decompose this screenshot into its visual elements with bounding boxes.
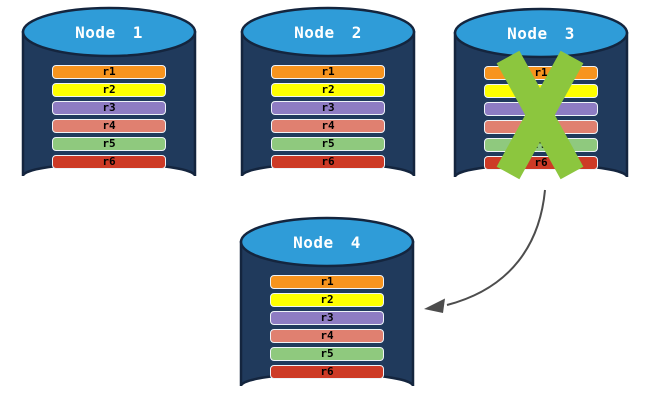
replica-bar: r4 (484, 120, 598, 134)
replica-label: r3 (102, 101, 116, 114)
replica-list: r1 r2 r3 r4 r5 r6 (52, 65, 166, 169)
replica-list: r1 r2 r3 r4 r5 r6 (270, 275, 384, 379)
replica-bar: r4 (52, 119, 166, 133)
node-title: Node 3 (507, 24, 575, 43)
replica-label: r3 (320, 311, 334, 324)
replica-bar: r3 (270, 311, 384, 325)
replica-label: r1 (102, 65, 116, 78)
replica-bar: r6 (270, 365, 384, 379)
replica-label: r5 (534, 138, 548, 151)
replica-label: r6 (534, 156, 548, 169)
replica-bar: r6 (271, 155, 385, 169)
replica-bar: r6 (52, 155, 166, 169)
replica-bar: r2 (484, 84, 598, 98)
cylinder-top (239, 216, 415, 268)
replica-label: r6 (320, 365, 334, 378)
replica-label: r2 (534, 84, 548, 97)
replica-bar: r4 (271, 119, 385, 133)
node-2: Node 2 r1 r2 r3 r4 r5 r6 (240, 6, 416, 192)
replica-bar: r2 (270, 293, 384, 307)
replica-label: r5 (102, 137, 116, 150)
replica-label: r4 (320, 329, 334, 342)
arrow-head (424, 298, 445, 313)
replica-bar: r1 (52, 65, 166, 79)
replica-label: r6 (321, 155, 335, 168)
replica-label: r5 (320, 347, 334, 360)
replica-bar: r3 (271, 101, 385, 115)
replica-label: r6 (102, 155, 116, 168)
node-title: Node 2 (294, 23, 362, 42)
node-title: Node 4 (293, 233, 361, 252)
node-1: Node 1 r1 r2 r3 r4 r5 r6 (21, 6, 197, 192)
replica-bar: r5 (484, 138, 598, 152)
replica-bar: r3 (52, 101, 166, 115)
replica-bar: r4 (270, 329, 384, 343)
replica-label: r1 (320, 275, 334, 288)
replica-bar: r2 (52, 83, 166, 97)
arrow-line (446, 189, 546, 306)
replica-label: r5 (321, 137, 335, 150)
cylinder-top (21, 6, 197, 58)
replica-label: r4 (102, 119, 116, 132)
replica-bar: r6 (484, 156, 598, 170)
replica-bar: r3 (484, 102, 598, 116)
replica-bar: r1 (271, 65, 385, 79)
replica-label: r4 (321, 119, 335, 132)
replica-label: r1 (534, 66, 548, 79)
replica-label: r3 (534, 102, 548, 115)
node-4: Node 4 r1 r2 r3 r4 r5 r6 (239, 216, 415, 402)
replica-bar: r1 (270, 275, 384, 289)
replica-bar: r5 (271, 137, 385, 151)
replica-bar: r2 (271, 83, 385, 97)
replica-list: r1 r2 r3 r4 r5 r6 (484, 66, 598, 170)
replica-label: r4 (534, 120, 548, 133)
replica-label: r3 (321, 101, 335, 114)
replica-label: r1 (321, 65, 335, 78)
replica-label: r2 (102, 83, 116, 96)
node-title: Node 1 (75, 23, 143, 42)
cylinder-top (240, 6, 416, 58)
node-3: Node 3 r1 r2 r3 r4 r5 r6 (453, 7, 629, 193)
replica-bar: r5 (52, 137, 166, 151)
replica-label: r2 (320, 293, 334, 306)
replica-label: r2 (321, 83, 335, 96)
replica-bar: r1 (484, 66, 598, 80)
replica-list: r1 r2 r3 r4 r5 r6 (271, 65, 385, 169)
replica-bar: r5 (270, 347, 384, 361)
